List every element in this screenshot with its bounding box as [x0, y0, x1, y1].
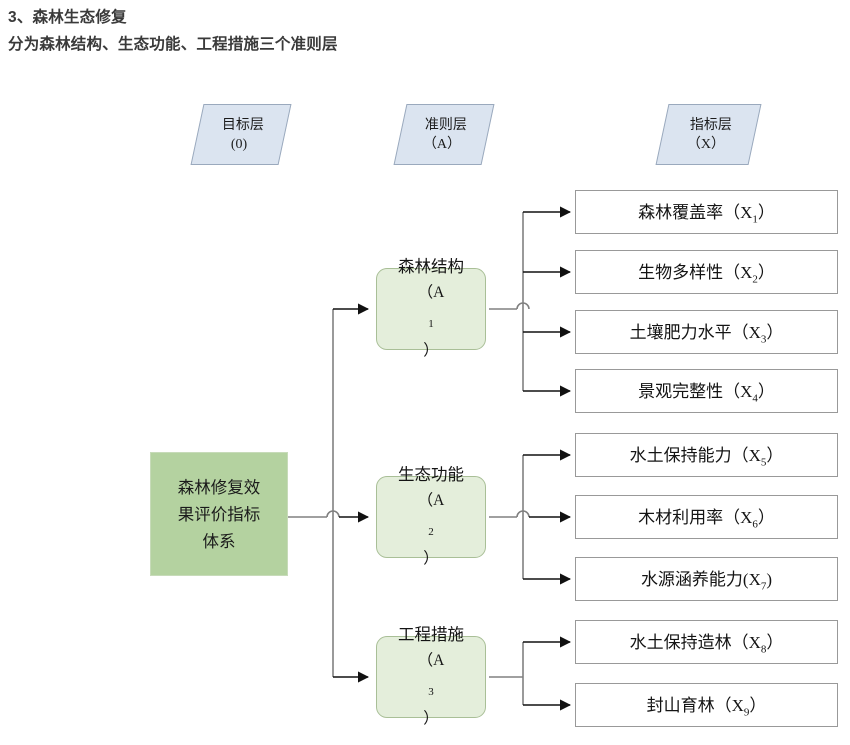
indicator-layer-header: 指标层 （X） [655, 104, 762, 165]
criterion-node-a2-label: 生态功能 [398, 465, 464, 485]
indicator-node-x1-text: 森林覆盖率（X1） [638, 203, 775, 226]
goal-node-line-3: 体系 [202, 531, 236, 551]
indicator-node-x1[interactable]: 森林覆盖率（X1） [575, 190, 838, 234]
indicator-node-x7-text: 水源涵养能力(X7) [640, 570, 773, 593]
wire-jump-arc-goal [326, 510, 340, 518]
indicator-node-x4[interactable]: 景观完整性（X4） [575, 369, 838, 413]
indicator-node-x4-text: 景观完整性（X4） [638, 382, 775, 405]
goal-node-line-1: 森林修复效 [177, 477, 261, 497]
page-heading: 3、森林生态修复 分为森林结构、生态功能、工程措施三个准则层 [8, 4, 708, 58]
heading-line-1: 3、森林生态修复 [8, 9, 127, 26]
indicator-node-x3-text: 土壤肥力水平（X3） [629, 323, 784, 346]
goal-node[interactable]: 森林修复效 果评价指标 体系 [150, 452, 288, 576]
indicator-node-x6-text: 木材利用率（X6） [638, 508, 775, 531]
goal-layer-header-code: (0) [230, 136, 248, 152]
criterion-node-a1-label: 森林结构 [398, 257, 464, 277]
indicator-node-x2-text: 生物多样性（X2） [638, 263, 775, 286]
goal-node-line-2: 果评价指标 [177, 504, 261, 524]
indicator-node-x2[interactable]: 生物多样性（X2） [575, 250, 838, 294]
indicator-node-x9[interactable]: 封山育林（X9） [575, 683, 838, 727]
indicator-node-x8[interactable]: 水土保持造林（X8） [575, 620, 838, 664]
heading-line-2: 分为森林结构、生态功能、工程措施三个准则层 [8, 36, 338, 53]
wire-jump-arc-a1 [516, 302, 530, 310]
indicator-node-x8-text: 水土保持造林（X8） [629, 633, 784, 656]
criterion-layer-header: 准则层 （A） [393, 104, 495, 165]
indicator-node-x6[interactable]: 木材利用率（X6） [575, 495, 838, 539]
wire-jump-arc-a2 [516, 510, 530, 518]
goal-layer-header-title: 目标层 [222, 117, 265, 133]
indicator-node-x7[interactable]: 水源涵养能力(X7) [575, 557, 838, 601]
indicator-node-x3[interactable]: 土壤肥力水平（X3） [575, 310, 838, 354]
indicator-layer-header-code: （X） [687, 136, 726, 152]
criterion-layer-header-title: 准则层 [425, 117, 468, 133]
indicator-node-x5[interactable]: 水土保持能力（X5） [575, 433, 838, 477]
indicator-node-x9-text: 封山育林（X9） [646, 696, 767, 719]
indicator-layer-header-title: 指标层 [689, 117, 732, 133]
goal-layer-header: 目标层 (0) [190, 104, 292, 165]
criterion-layer-header-code: （A） [422, 136, 462, 152]
indicator-node-x5-text: 水土保持能力（X5） [629, 446, 784, 469]
criterion-node-a3-label: 工程措施 [398, 625, 464, 645]
